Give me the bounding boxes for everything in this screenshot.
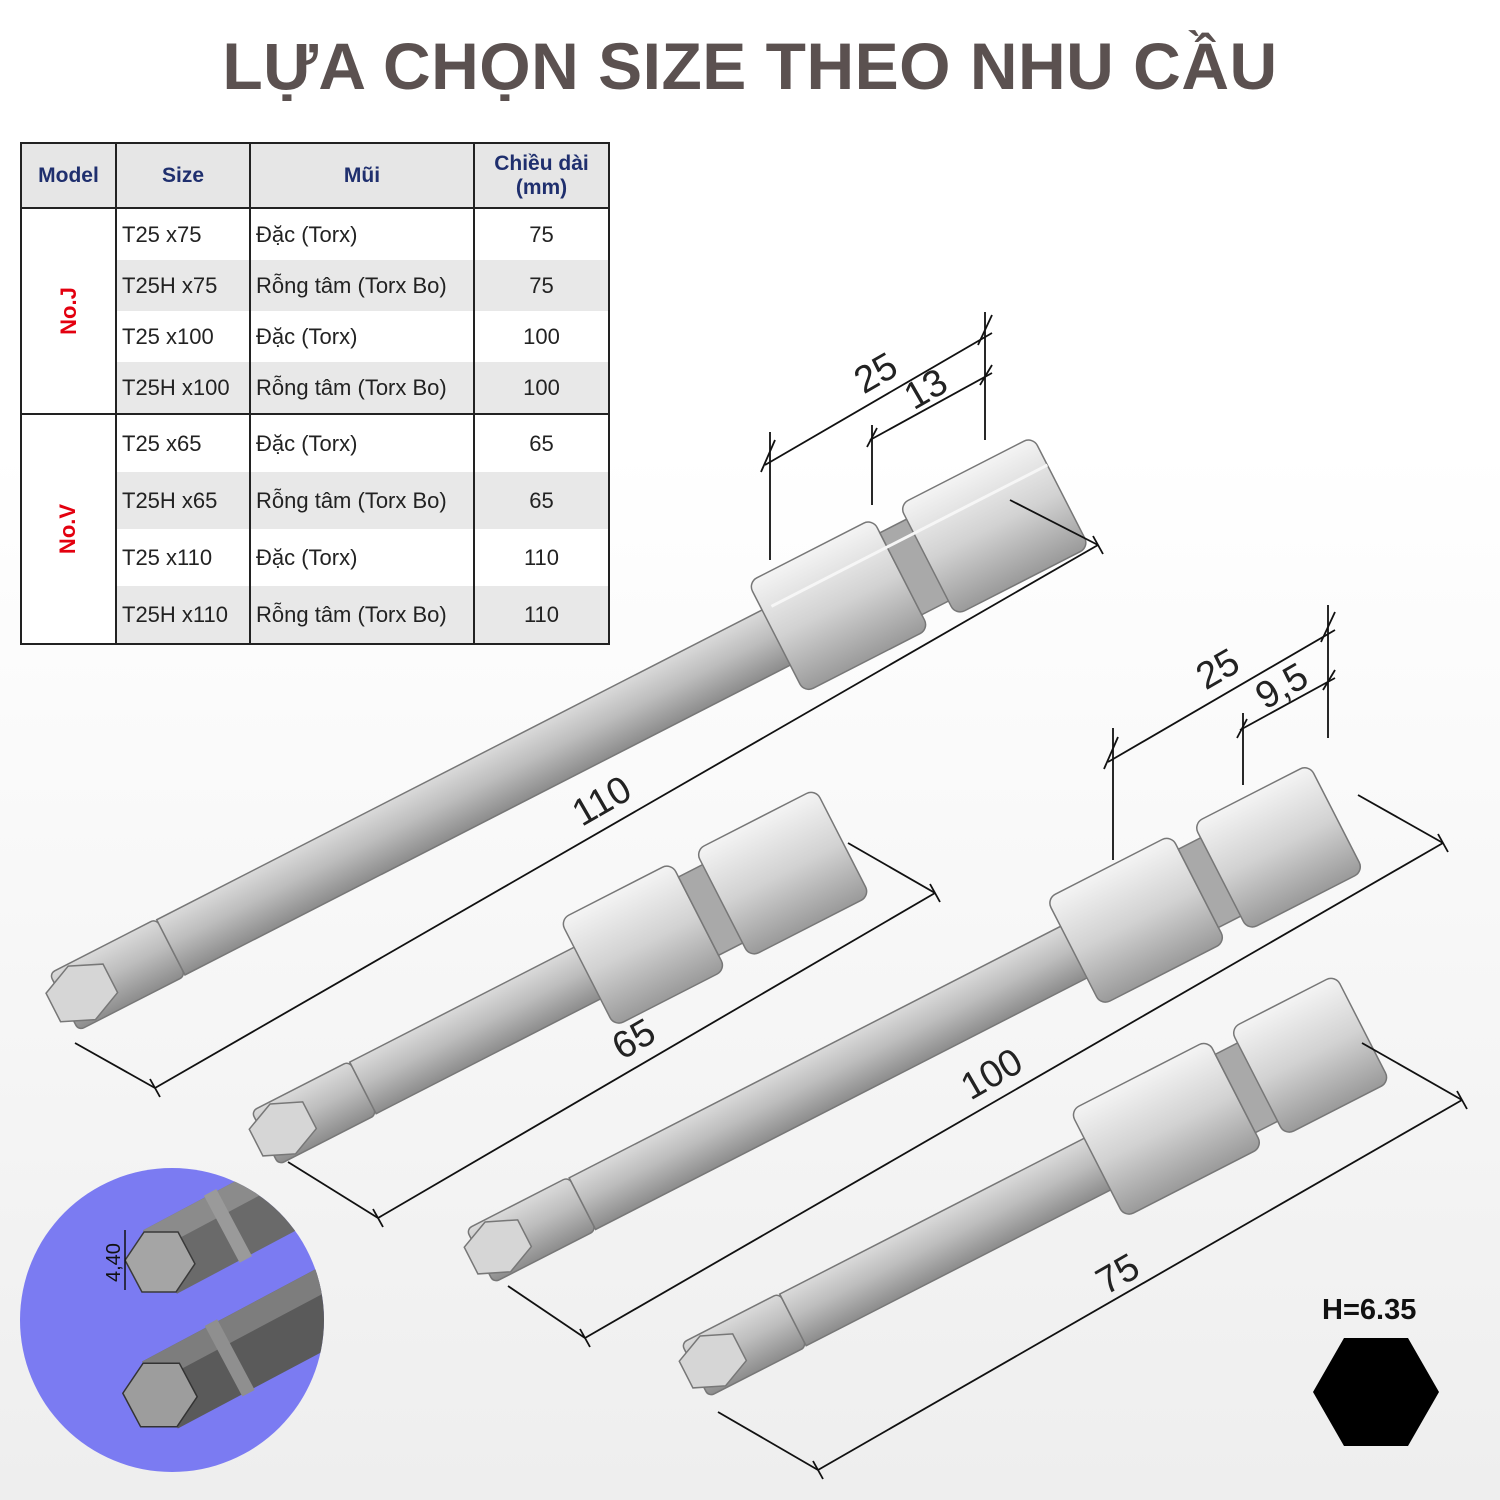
- bit-75: [678, 977, 1388, 1396]
- bit-100: [463, 767, 1362, 1282]
- table-row: T25H x100 Rỗng tâm (Torx Bo) 100: [21, 362, 610, 414]
- length-cell: 110: [473, 586, 610, 644]
- length-cell: 65: [473, 413, 610, 472]
- header-model: Model: [20, 142, 117, 209]
- length-cell: 65: [473, 472, 610, 529]
- dim-label-110: 110: [565, 768, 638, 835]
- table-row: No.V T25 x65 Đặc (Torx) 65: [20, 413, 610, 645]
- header-length-line2: (mm): [515, 175, 568, 199]
- spec-table: Model Size Mũi Chiều dài (mm) No.J T25 x…: [20, 142, 610, 645]
- length-cell: 75: [473, 207, 610, 260]
- tip-cell: Rỗng tâm (Torx Bo): [249, 472, 475, 529]
- table-row: T25H x110 Rỗng tâm (Torx Bo) 110: [21, 586, 610, 644]
- length-cell: 75: [473, 260, 610, 311]
- dim-label-100-hex: 25: [1189, 641, 1247, 699]
- size-cell: T25H x110: [115, 586, 251, 644]
- size-cell: T25H x75: [115, 260, 251, 311]
- dimension-lines: [74, 312, 1468, 1480]
- table-row: T25H x65 Rỗng tâm (Torx Bo) 65: [21, 472, 610, 529]
- tip-cell: Đặc (Torx): [249, 529, 475, 586]
- dim-label-110-neck: 13: [897, 361, 955, 419]
- size-cell: T25 x100: [115, 311, 251, 362]
- length-cell: 100: [473, 311, 610, 362]
- tip-cell: Rỗng tâm (Torx Bo): [249, 362, 475, 414]
- length-cell: 100: [473, 362, 610, 414]
- model-cell-no-v: No.V: [20, 413, 117, 645]
- hexagon-icon: [1313, 1338, 1439, 1446]
- tip-cell: Đặc (Torx): [249, 207, 475, 260]
- table-row: T25H x75 Rỗng tâm (Torx Bo) 75: [21, 260, 610, 311]
- dim-label-100-neck: 9,5: [1249, 655, 1316, 718]
- dim-label-100: 100: [954, 1041, 1030, 1109]
- table-row: T25 x110 Đặc (Torx) 110: [21, 529, 610, 586]
- bit-65: [248, 791, 868, 1164]
- length-cell: 110: [473, 529, 610, 586]
- header-length: Chiều dài (mm): [473, 142, 610, 209]
- header-length-line1: Chiều dài: [494, 151, 589, 175]
- tip-size-label: 4,40: [103, 1243, 125, 1282]
- tip-detail-inset: 4,40: [20, 1168, 324, 1472]
- size-cell: T25 x110: [115, 529, 251, 586]
- table-header-row: Model Size Mũi Chiều dài (mm): [20, 142, 610, 209]
- header-size: Size: [115, 142, 251, 209]
- tip-cell: Đặc (Torx): [249, 413, 475, 472]
- header-tip: Mũi: [249, 142, 475, 209]
- table-row: T25 x100 Đặc (Torx) 100: [21, 311, 610, 362]
- tip-cell: Đặc (Torx): [249, 311, 475, 362]
- model-cell-no-j: No.J: [20, 207, 117, 415]
- tip-cell: Rỗng tâm (Torx Bo): [249, 260, 475, 311]
- hex-size-label: H=6.35: [1322, 1294, 1417, 1326]
- size-cell: T25H x65: [115, 472, 251, 529]
- size-cell: T25 x75: [115, 207, 251, 260]
- table-row: No.J T25 x75 Đặc (Torx) 75: [20, 207, 610, 415]
- size-cell: T25 x65: [115, 413, 251, 472]
- tip-cell: Rỗng tâm (Torx Bo): [249, 586, 475, 644]
- page-title: LỰA CHỌN SIZE THEO NHU CẦU: [222, 29, 1278, 103]
- dim-label-75: 75: [1089, 1246, 1147, 1304]
- bit-110: [45, 439, 1087, 1030]
- size-cell: T25H x100: [115, 362, 251, 414]
- dim-label-110-hex: 25: [847, 345, 905, 403]
